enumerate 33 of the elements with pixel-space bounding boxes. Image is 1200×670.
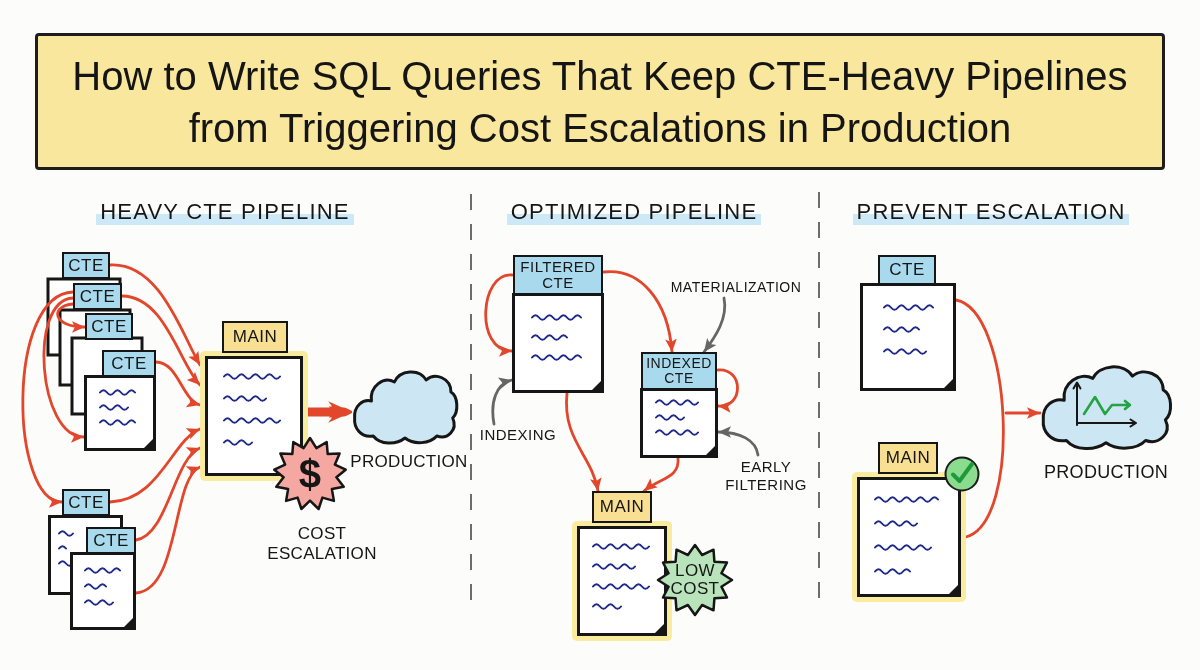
arrow: [716, 368, 739, 412]
arrow: [642, 456, 680, 493]
document-tab: CTE: [62, 252, 110, 279]
document-tab: CTE: [62, 489, 110, 516]
arrow: [565, 391, 601, 493]
document-tab: INDEXED CTE: [641, 352, 717, 390]
title-banner: How to Write SQL Queries That Keep CTE-Heavy Pipelines from Triggering Cost Escalations in Production: [35, 33, 1165, 170]
arrow: [1004, 407, 1042, 419]
caption-text: PRODUCTION: [1044, 462, 1168, 484]
document-tab: CTE: [878, 255, 936, 285]
connector-line: [954, 298, 1005, 539]
arrow: [491, 378, 514, 426]
document-tab: MAIN: [878, 442, 938, 474]
arrow: [716, 426, 760, 457]
document-tab: MAIN: [592, 491, 652, 523]
arrow: [484, 273, 514, 355]
annotation-text: EARLY FILTERING: [722, 455, 810, 497]
annotation-text: INDEXING: [478, 424, 558, 446]
document-tab: CTE: [85, 313, 133, 340]
document-tab: CTE: [73, 283, 122, 310]
document-tab: CTE: [86, 527, 136, 554]
arrow: [602, 270, 677, 354]
annotation-text: MATERIALIZATION: [664, 276, 808, 298]
block-arrow: [308, 400, 352, 424]
starburst-badge: $: [272, 436, 348, 512]
arrow: [702, 296, 727, 354]
caption-text: PRODUCTION: [350, 452, 468, 473]
document-tab: MAIN: [222, 321, 288, 353]
document-tab: FILTERED CTE: [513, 255, 603, 295]
arrow: [134, 465, 202, 595]
starburst-badge: LOW COST: [656, 543, 734, 617]
caption-text: COST ESCALATION: [266, 524, 378, 565]
document-tab: CTE: [102, 350, 156, 377]
